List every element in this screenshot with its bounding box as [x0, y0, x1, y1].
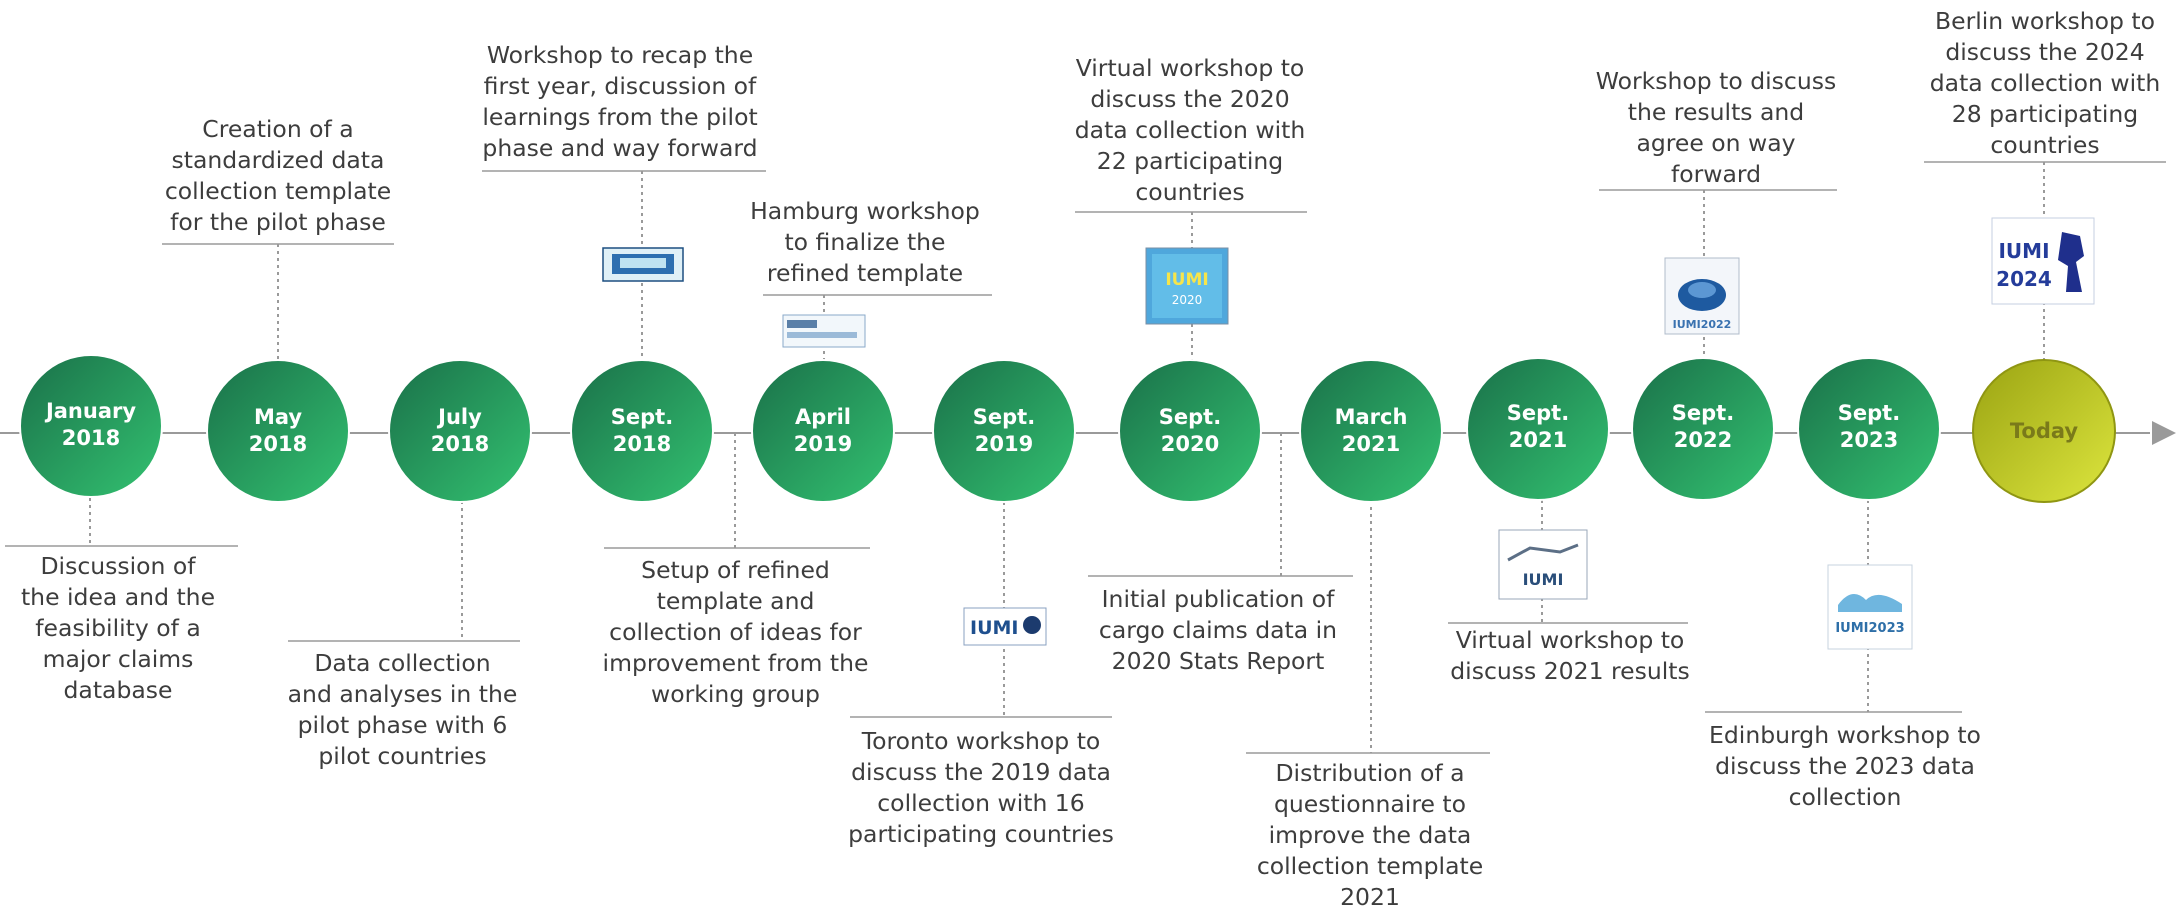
node-label-july-2018: July 2018: [430, 405, 490, 456]
logo-iumi-2023-thumb: IUMI2023: [1827, 564, 1913, 650]
node-label-may-2018: May 2018: [248, 405, 308, 456]
node-label-sept-2022: Sept. 2022: [1671, 401, 1735, 452]
milestone-description-today: Berlin workshop to discuss the 2024 data…: [1929, 7, 2161, 159]
node-label-sept-2020: Sept. 2020: [1158, 405, 1222, 456]
milestone-description-sept-2018: Workshop to recap the first year, discus…: [482, 41, 758, 162]
node-sept-2020: [1118, 359, 1262, 503]
milestone-description-sept-2022: Workshop to discuss the results and agre…: [1595, 67, 1837, 188]
node-label-april-2019: April 2019: [793, 405, 853, 456]
milestone-description-may-2018: Creation of a standardized data collecti…: [164, 115, 392, 236]
node-sept-2022: [1631, 357, 1775, 501]
node-label-sept-2021: Sept. 2021: [1506, 401, 1570, 452]
logo-2018-thumb: [602, 247, 684, 282]
milestone-description-initial-publication: Initial publication of cargo claims data…: [1098, 585, 1338, 675]
node-april-2019: [751, 359, 895, 503]
node-sept-2018: [570, 359, 714, 503]
timeline-arrowhead: [2152, 421, 2176, 445]
svg-text:2020: 2020: [1172, 293, 1203, 307]
logo-iumi-2021-thumb: IUMI: [1498, 529, 1588, 600]
node-may-2018: [206, 359, 350, 503]
logo-iumi-2019-thumb: IUMI: [963, 607, 1047, 646]
milestone-nodes: [19, 354, 2116, 503]
logo-iumi-2022-text: IUMI2022: [1673, 318, 1732, 331]
node-sept-2019: [932, 359, 1076, 503]
logo-thumbnails: IUMI IUMI 2020 IUMI IUMI2022 IUMI2023: [602, 217, 2095, 650]
logo-iumi-2019-text: IUMI: [970, 617, 1018, 639]
milestone-description-january-2018: Discussion of the idea and the feasibili…: [20, 552, 216, 704]
node-label-march-2021: March 2021: [1334, 405, 1408, 456]
node-label-today: Today: [2009, 419, 2079, 443]
node-sept-2023: [1797, 357, 1941, 501]
node-label-sept-2018: Sept. 2018: [610, 405, 674, 456]
milestone-description-april-2019: Hamburg workshop to finalize the refined…: [750, 197, 980, 287]
logo-iumi-2020-thumb: IUMI 2020: [1145, 247, 1229, 325]
logo-iumi-2024-thumb: IUMI 2024: [1991, 217, 2095, 305]
milestone-description-sept-2019: Toronto workshop to discuss the 2019 dat…: [848, 727, 1114, 848]
node-label-january-2018: January 2018: [45, 399, 137, 450]
node-january-2018: [19, 354, 163, 498]
milestone-description-march-2021: Distribution of a questionnaire to impro…: [1256, 759, 1484, 911]
logo-iumi-2021-text: IUMI: [1523, 570, 1564, 589]
milestone-description-sept-2021: Virtual workshop to discuss 2021 results: [1450, 626, 1690, 685]
node-today: [1972, 359, 2116, 503]
milestone-description-july-2018: Data collection and analyses in the pilo…: [287, 649, 518, 770]
milestone-description-sept-2020: Virtual workshop to discuss the 2020 dat…: [1074, 54, 1306, 206]
logo-2019-hamburg-thumb: [782, 314, 866, 348]
milestone-description-setup-refined-template: Setup of refined template and collection…: [602, 556, 869, 708]
svg-text:2024: 2024: [1996, 267, 2052, 291]
logo-iumi-2024-text: IUMI: [1998, 239, 2049, 263]
node-march-2021: [1299, 359, 1443, 503]
logo-iumi-2023-text: IUMI2023: [1835, 621, 1904, 636]
node-label-sept-2019: Sept. 2019: [972, 405, 1036, 456]
description-rules: [5, 161, 2166, 754]
node-label-sept-2023: Sept. 2023: [1837, 401, 1901, 452]
logo-iumi-2022-thumb: IUMI2022: [1664, 257, 1740, 335]
node-july-2018: [388, 359, 532, 503]
milestone-description-sept-2023: Edinburgh workshop to discuss the 2023 d…: [1709, 721, 1981, 811]
logo-iumi-2020-text: IUMI: [1165, 270, 1208, 290]
node-sept-2021: [1466, 357, 1610, 501]
